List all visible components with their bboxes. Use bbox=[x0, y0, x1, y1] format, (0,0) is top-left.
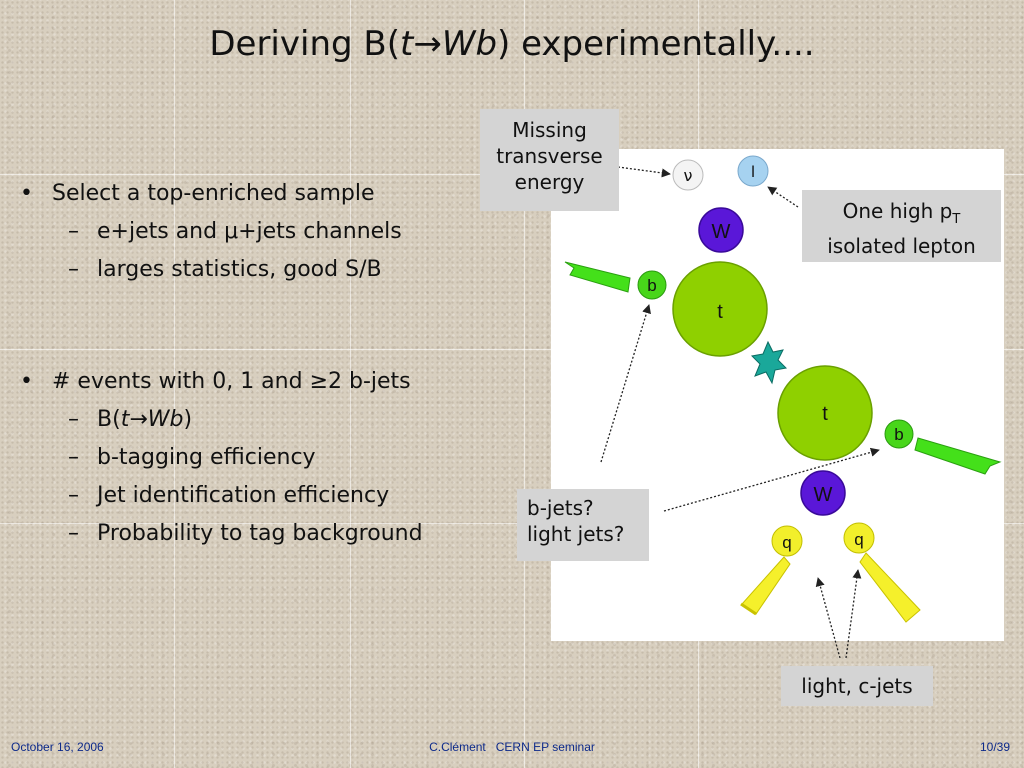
arrow-to-q-right bbox=[845, 569, 862, 659]
bullet-item: Select a top-enriched sample bbox=[18, 175, 402, 213]
callout-lepton-pt: One high p bbox=[842, 199, 953, 223]
callout-line: transverse bbox=[496, 144, 603, 168]
jet-link bbox=[740, 602, 757, 616]
neutrino bbox=[672, 159, 704, 191]
callout-line: One high pT bbox=[802, 198, 1001, 233]
top-quark-lower bbox=[777, 365, 873, 461]
callout-line: energy bbox=[514, 170, 585, 194]
lepton-label: l bbox=[751, 164, 755, 181]
lepton bbox=[737, 155, 769, 187]
sub-item-suffix: ) bbox=[183, 407, 193, 432]
footer-date: October 16, 2006 bbox=[11, 740, 104, 754]
top-quark-lower-label: t bbox=[822, 403, 828, 425]
title-wb: Wb bbox=[441, 24, 498, 64]
sub-item-text: b-tagging efficiency bbox=[97, 445, 316, 470]
footer-page-number: 10/39 bbox=[979, 740, 1010, 754]
sub-item: –larges statistics, good S/B bbox=[68, 257, 382, 282]
arrow-to-b-lower bbox=[663, 447, 880, 512]
grid-line-h3 bbox=[0, 523, 1024, 524]
b-jet-bottom-cone bbox=[914, 437, 1002, 475]
q-jet-left-cone bbox=[741, 556, 791, 615]
w-boson-lower bbox=[800, 470, 846, 516]
callout-light-jets: light, c-jets bbox=[781, 666, 933, 706]
grid-line-v3 bbox=[524, 0, 525, 768]
b-quark-lower bbox=[884, 419, 914, 449]
bullet-item: # events with 0, 1 and ≥2 b-jets bbox=[18, 363, 423, 401]
b-quark-lower-label: b bbox=[894, 425, 903, 444]
arrow-to-lepton bbox=[767, 186, 799, 208]
sub-item-arrow: → bbox=[129, 407, 148, 432]
callout-missing-et: Missing transverse energy bbox=[480, 109, 619, 211]
callout-line: light, c-jets bbox=[801, 674, 913, 698]
collision-star-icon bbox=[750, 340, 788, 385]
callout-line: Missing bbox=[512, 118, 587, 142]
sub-item: –B(t→Wb) bbox=[68, 407, 193, 432]
sub-item: –b-tagging efficiency bbox=[68, 445, 316, 470]
sub-item-wb: Wb bbox=[147, 407, 184, 432]
light-quark-left bbox=[771, 525, 803, 557]
bullet-list-2: # events with 0, 1 and ≥2 b-jets –B(t→Wb… bbox=[18, 363, 423, 553]
sub-item: –e+jets and μ+jets channels bbox=[68, 219, 402, 244]
grid-line-h2 bbox=[0, 349, 1024, 350]
sub-item-b-prefix: B( bbox=[97, 407, 121, 432]
sub-item-t: t bbox=[120, 407, 130, 432]
sub-item: –Probability to tag background bbox=[68, 521, 423, 546]
sub-item-text: Probability to tag background bbox=[97, 521, 423, 546]
footer-center: C.Clément CERN EP seminar bbox=[429, 740, 595, 754]
title-prefix: Deriving B( bbox=[209, 24, 400, 64]
arrow-to-neutrino bbox=[617, 166, 671, 178]
title-suffix: ) experimentally.... bbox=[497, 24, 815, 64]
neutrino-label: ν bbox=[684, 166, 693, 185]
callout-lepton-sub: T bbox=[952, 212, 961, 227]
top-quark-upper bbox=[672, 261, 768, 357]
callout-line: light jets? bbox=[527, 522, 625, 546]
slide-title: Deriving B(t→Wb) experimentally.... bbox=[0, 24, 1024, 64]
sub-item-text: e+jets and μ+jets channels bbox=[97, 219, 402, 244]
callout-lepton: One high pT isolated lepton bbox=[802, 190, 1001, 262]
light-quark-left-label: q bbox=[782, 533, 791, 552]
sub-item: –Jet identification efficiency bbox=[68, 483, 390, 508]
title-arrow: → bbox=[413, 24, 442, 64]
sub-item-text: larges statistics, good S/B bbox=[97, 257, 382, 282]
light-quark-right-label: q bbox=[854, 530, 863, 549]
w-boson-upper bbox=[698, 207, 744, 253]
arrow-to-b-upper bbox=[600, 304, 651, 463]
b-jet-top-cone bbox=[564, 261, 631, 293]
q-jet-right-cone bbox=[859, 552, 921, 623]
w-boson-lower-label: W bbox=[814, 484, 833, 506]
b-quark-upper bbox=[637, 270, 667, 300]
w-boson-upper-label: W bbox=[712, 221, 731, 243]
callout-line: isolated lepton bbox=[827, 234, 976, 258]
bullet-list-1: Select a top-enriched sample –e+jets and… bbox=[18, 175, 402, 289]
callout-bjets: b-jets? light jets? bbox=[517, 489, 649, 561]
arrow-to-q-left bbox=[815, 577, 841, 659]
callout-line: b-jets? bbox=[527, 496, 594, 520]
light-quark-right bbox=[843, 522, 875, 554]
top-quark-upper-label: t bbox=[717, 301, 723, 323]
sub-item-text: Jet identification efficiency bbox=[97, 483, 390, 508]
title-t: t bbox=[399, 24, 414, 64]
b-quark-upper-label: b bbox=[647, 276, 656, 295]
